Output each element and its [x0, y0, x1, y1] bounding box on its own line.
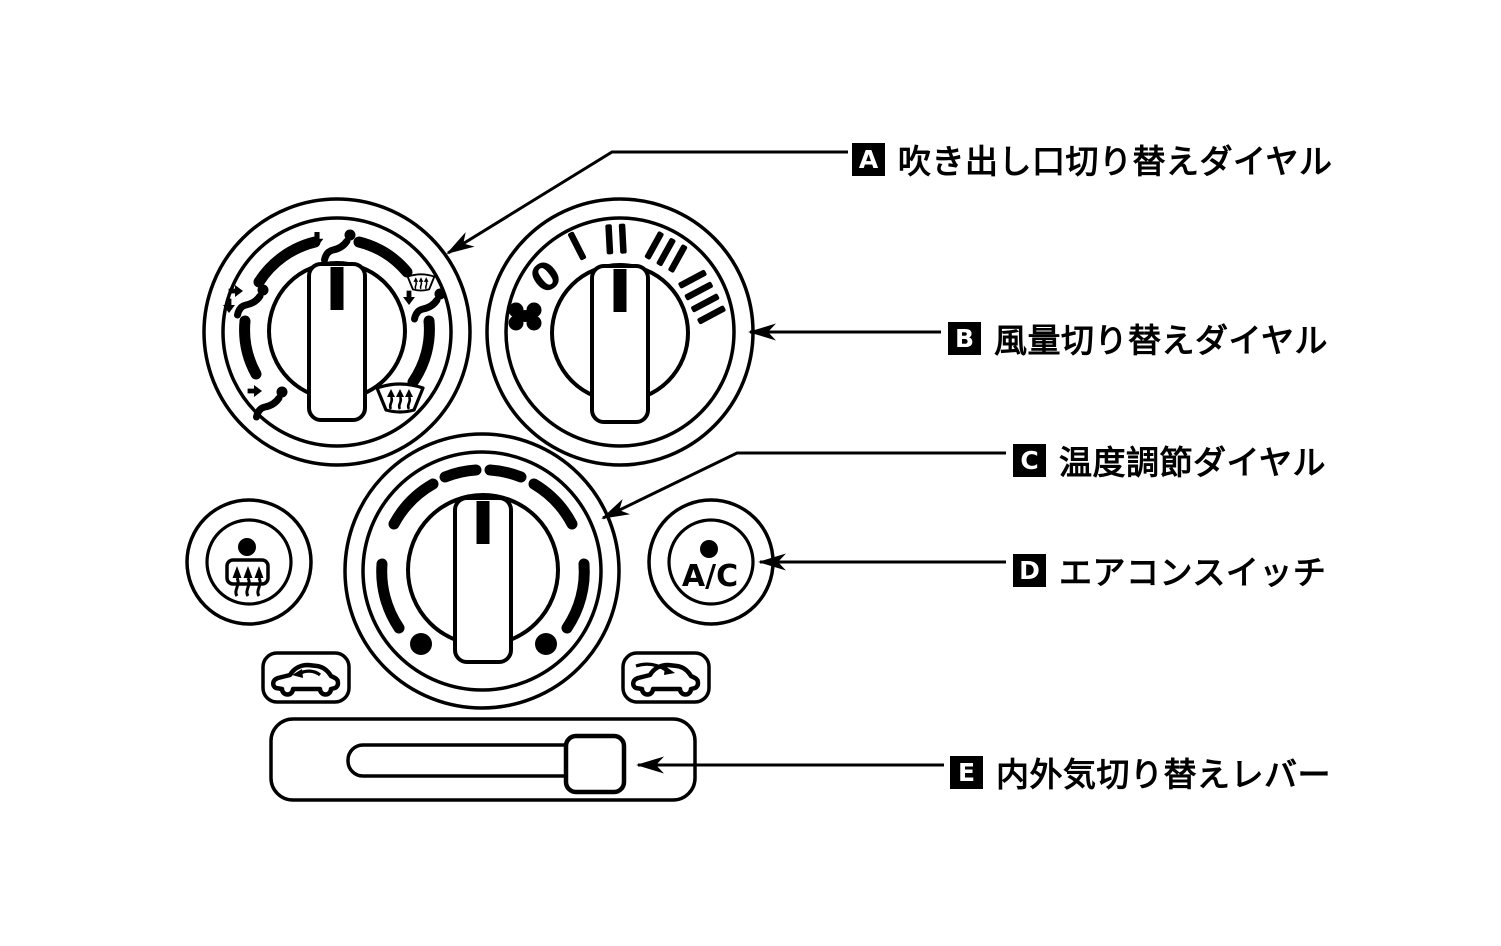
- callout-air-lever: E 内外気切り替えレバー: [950, 748, 1331, 796]
- windshield-defrost-icon: [375, 382, 425, 414]
- fresh-air-plate: [621, 651, 711, 704]
- fan-mark-4: [678, 269, 726, 325]
- fan-dial-knob[interactable]: [550, 263, 690, 424]
- recirculated-air-plate: [261, 651, 351, 704]
- temp-dial-arcs: [376, 464, 590, 634]
- label-e-text: 内外気切り替えレバー: [996, 755, 1331, 794]
- label-b-text: 風量切り替えダイヤル: [994, 321, 1329, 360]
- label-d-text: エアコンスイッチ: [1059, 553, 1327, 592]
- label-e-badge: E: [950, 755, 983, 789]
- temp-dial-knob[interactable]: [406, 493, 560, 664]
- temp-dial-pointer: [476, 501, 490, 544]
- fan-dial-pointer: [613, 269, 627, 312]
- rear-defogger-lamp-dot: [238, 538, 256, 556]
- mode-dial-arcs: [239, 236, 435, 388]
- ac-lamp-dot: [700, 540, 718, 558]
- callout-fan-dial: B 風量切り替えダイヤル: [948, 314, 1328, 362]
- fan-dial[interactable]: 0: [485, 197, 755, 467]
- temp-dial-cold-dot: [410, 633, 432, 655]
- fresh-air-icon: [633, 662, 698, 694]
- label-a-text: 吹き出し口切り替えダイヤル: [898, 142, 1333, 181]
- rear-defogger-icon: [225, 558, 270, 597]
- leader-a: [446, 150, 848, 255]
- rear-defogger-button[interactable]: [185, 498, 313, 626]
- callout-temp-dial: C 温度調節ダイヤル: [1013, 436, 1326, 484]
- callout-ac-switch: D エアコンスイッチ: [1013, 546, 1326, 594]
- leader-c: [601, 451, 1006, 520]
- mode-dial-pointer: [330, 267, 344, 310]
- mode-dial-knob[interactable]: [267, 261, 407, 422]
- mode-dial[interactable]: [202, 197, 472, 467]
- label-d-badge: D: [1013, 553, 1046, 587]
- fan-mark-1: [568, 231, 587, 261]
- ac-button-label: A/C: [682, 559, 738, 594]
- recirculated-air-icon: [273, 665, 338, 695]
- leader-lines: [446, 150, 1006, 774]
- callout-mode-dial: A 吹き出し口切り替えダイヤル: [852, 135, 1333, 183]
- air-source-lever[interactable]: [269, 717, 697, 802]
- temp-dial-hot-dot: [535, 633, 557, 655]
- label-b-badge: B: [948, 321, 981, 355]
- label-a-badge: A: [852, 142, 885, 176]
- temp-dial[interactable]: [343, 432, 621, 710]
- label-c-text: 温度調節ダイヤル: [1059, 443, 1327, 482]
- fan-icon: [508, 302, 542, 331]
- fan-mark-3: [644, 231, 688, 273]
- lever-knob[interactable]: [563, 733, 627, 795]
- fan-mark-2: [605, 223, 627, 255]
- ac-button[interactable]: A/C: [647, 498, 775, 626]
- label-c-badge: C: [1013, 443, 1046, 477]
